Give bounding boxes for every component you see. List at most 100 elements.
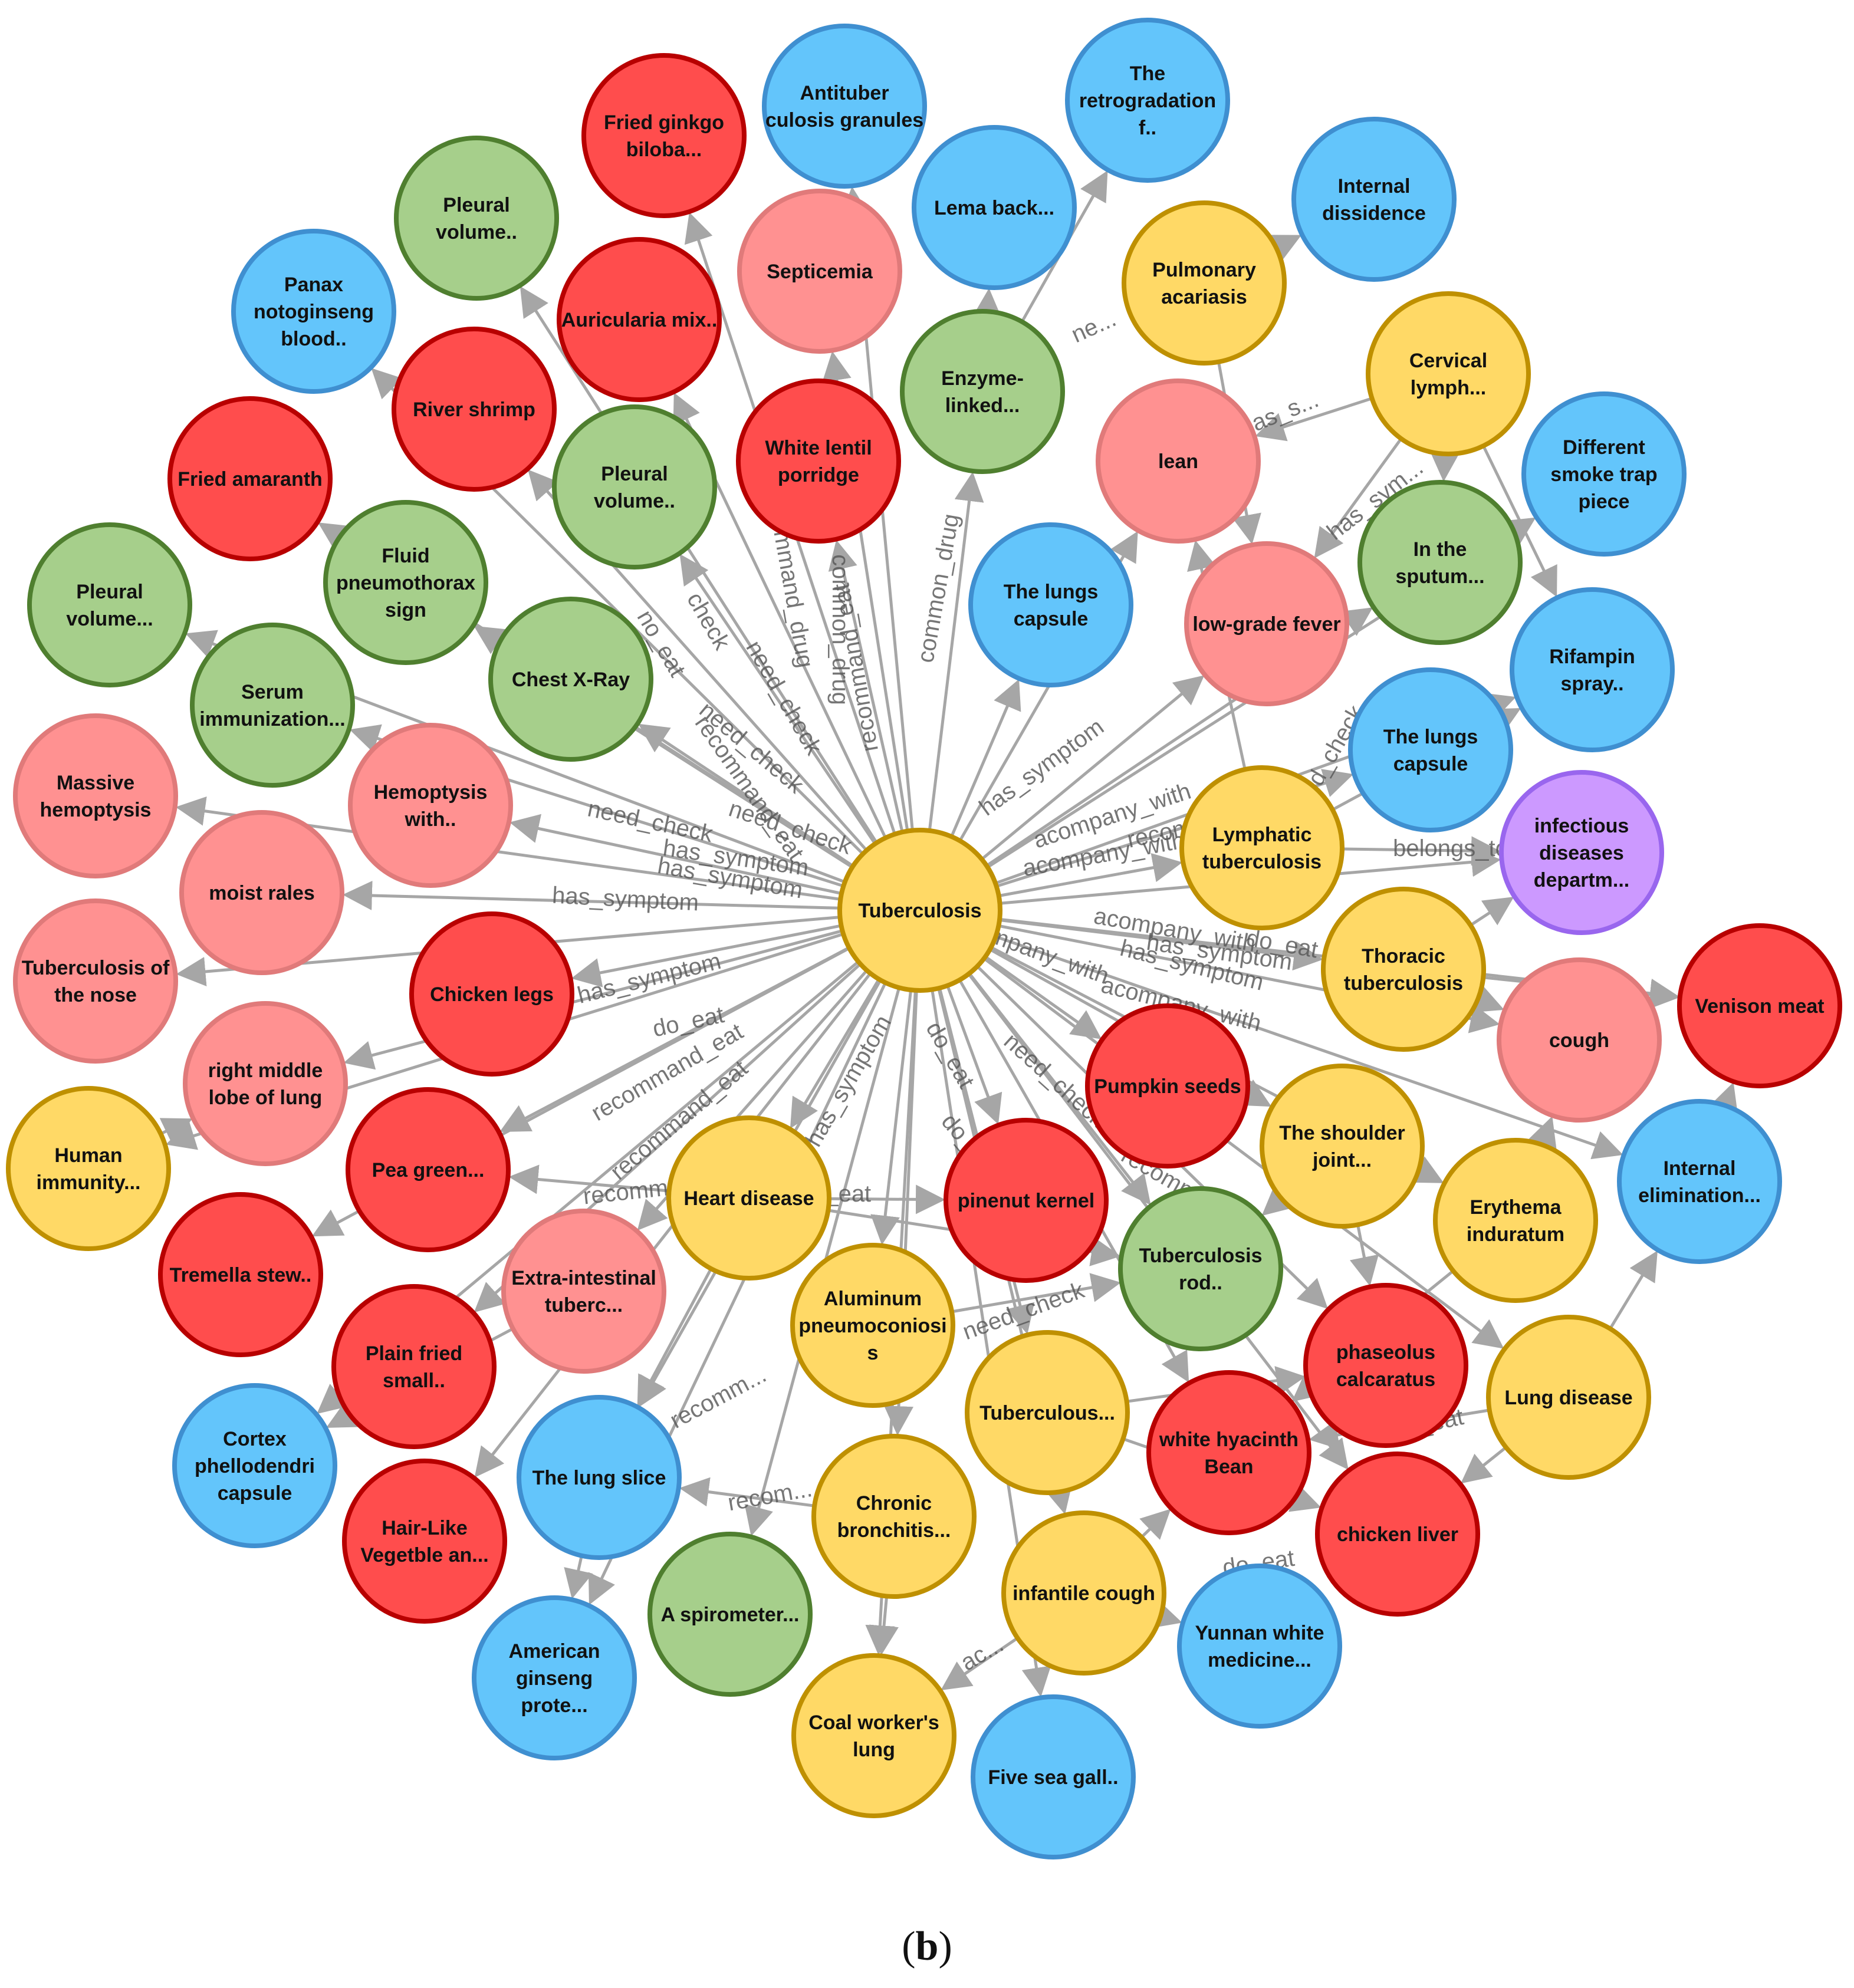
node-infectious-dept[interactable]: infectiousdiseasesdepartm... <box>1499 770 1664 935</box>
node-label: pneumoconiosi <box>798 1315 946 1337</box>
node-pleural-vol-3[interactable]: Pleuralvolume... <box>27 522 192 687</box>
node-serum[interactable]: Serumimmunization... <box>190 623 355 788</box>
node-label: rod.. <box>1179 1272 1222 1294</box>
node-extra-intestinal[interactable]: Extra-intestinaltuberc... <box>501 1209 666 1374</box>
node-label: Aluminum <box>824 1288 922 1310</box>
node-chicken-legs[interactable]: Chicken legs <box>409 911 574 1077</box>
node-label: Hair-Like <box>382 1517 468 1539</box>
node-auricularia[interactable]: Auricularia mix.. <box>557 237 722 402</box>
node-enzyme[interactable]: Enzyme-linked... <box>900 309 1065 474</box>
node-septicemia[interactable]: Septicemia <box>737 189 902 354</box>
node-pumpkin-seeds[interactable]: Pumpkin seeds <box>1085 1003 1250 1169</box>
node-label: Fried amaranth <box>177 468 323 491</box>
node-pea-green[interactable]: Pea green... <box>346 1087 511 1252</box>
node-circle <box>971 1694 1136 1859</box>
node-label: Rifampin <box>1549 646 1635 668</box>
node-lung-disease[interactable]: Lung disease <box>1486 1315 1651 1480</box>
node-fried-amaranth[interactable]: Fried amaranth <box>167 396 333 561</box>
node-label: immunity... <box>37 1171 141 1194</box>
node-human-immunity[interactable]: Human immunity... <box>6 1086 171 1251</box>
node-label: ginseng <box>516 1667 593 1690</box>
node-label: culosis granules <box>765 109 923 131</box>
node-yunnan[interactable]: Yunnan whitemedicine... <box>1177 1564 1342 1729</box>
node-low-grade-fever[interactable]: low-grade fever <box>1184 541 1349 706</box>
node-five-sea[interactable]: Five sea gall.. <box>971 1694 1136 1859</box>
node-chicken-liver[interactable]: chicken liver <box>1315 1451 1480 1617</box>
node-american-ginseng[interactable]: Americanginsengprote... <box>472 1595 637 1760</box>
node-circle <box>323 500 488 665</box>
node-label: low-grade fever <box>1192 613 1340 636</box>
node-lung-slice[interactable]: The lung slice <box>517 1395 682 1560</box>
node-label: volume.. <box>436 221 517 243</box>
node-label: biloba... <box>626 139 702 161</box>
node-circle <box>1291 117 1457 282</box>
node-tuberculous[interactable]: Tuberculous... <box>965 1330 1130 1495</box>
node-lean[interactable]: lean <box>1096 378 1261 544</box>
node-lema[interactable]: Lema back... <box>912 125 1077 290</box>
node-tuberculosis[interactable]: Tuberculosis <box>837 828 1002 993</box>
node-circle <box>1260 1064 1425 1229</box>
node-label: porridge <box>778 464 859 486</box>
node-cervical[interactable]: Cervicallymph... <box>1366 291 1531 456</box>
node-fried-ginkgo[interactable]: Fried ginkgobiloba... <box>581 53 747 218</box>
node-infantile-cough[interactable]: infantile cough <box>1001 1510 1166 1676</box>
node-chest-xray[interactable]: Chest X-Ray <box>488 597 653 762</box>
node-label: the nose <box>54 984 137 1006</box>
node-in-sputum[interactable]: In thesputum... <box>1357 480 1523 645</box>
node-cough[interactable]: cough <box>1497 957 1662 1123</box>
node-river-shrimp[interactable]: River shrimp <box>392 327 557 492</box>
edge-lung-disease-to-chicken-liver <box>1460 1446 1507 1484</box>
node-label: infectious <box>1534 815 1629 837</box>
node-heart-disease[interactable]: Heart disease <box>666 1115 831 1281</box>
node-label: joint... <box>1312 1149 1372 1171</box>
node-circle <box>1321 887 1486 1052</box>
node-circle <box>968 522 1133 687</box>
node-circle <box>158 1192 323 1357</box>
node-shoulder-joint[interactable]: The shoulderjoint... <box>1260 1064 1425 1229</box>
node-pinenut[interactable]: pinenut kernel <box>944 1118 1109 1283</box>
node-circle <box>1085 1003 1250 1169</box>
node-label: calcaratus <box>1336 1368 1435 1391</box>
node-venison[interactable]: Venison meat <box>1677 923 1842 1088</box>
node-circle <box>1617 1099 1782 1264</box>
node-label: notoginseng <box>254 301 374 323</box>
node-circle <box>172 1383 337 1548</box>
node-internal-elim[interactable]: Internalelimination... <box>1617 1099 1782 1264</box>
node-tremella[interactable]: Tremella stew.. <box>158 1192 323 1357</box>
edge-label: ac... <box>956 1631 1008 1676</box>
node-label: Massive <box>57 772 134 794</box>
node-spirometer[interactable]: A spirometer... <box>647 1532 813 1697</box>
edge-tuberculosis-to-lung-disease <box>983 957 1504 1349</box>
node-label: Human <box>54 1144 122 1167</box>
node-moist-rales[interactable]: moist rales <box>179 810 344 975</box>
node-chronic-bronchitis[interactable]: Chronicbronchitis... <box>811 1434 977 1599</box>
